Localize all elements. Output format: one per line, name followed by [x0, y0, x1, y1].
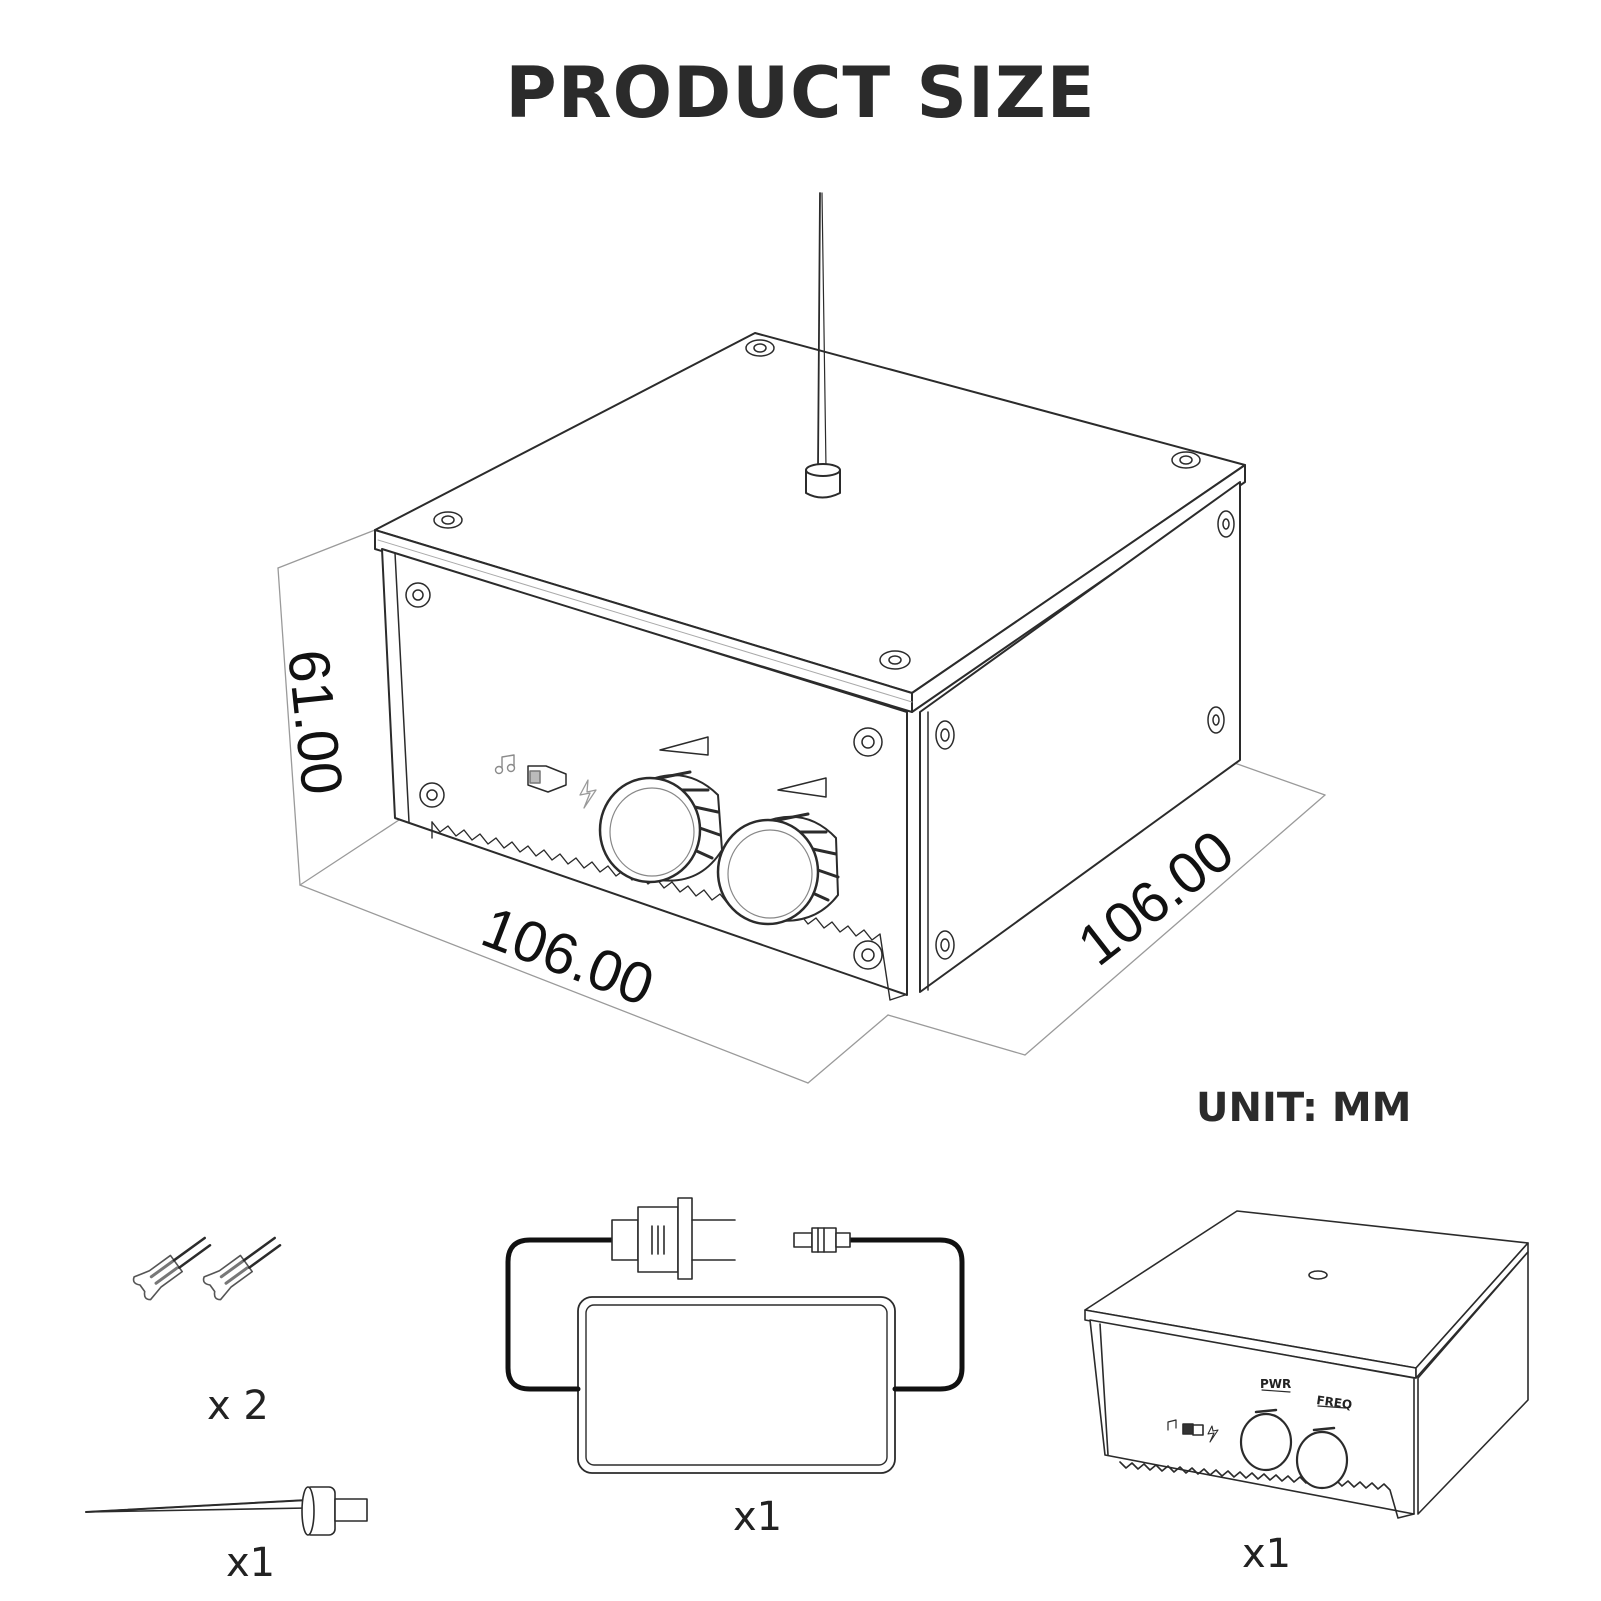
- adapter-quantity: x1: [733, 1494, 782, 1540]
- page-title: PRODUCT SIZE: [505, 52, 1096, 134]
- music-note-icon: [494, 754, 516, 775]
- bulbs-quantity: x 2: [207, 1383, 269, 1429]
- power-knob: [598, 770, 723, 884]
- freq-label: FREQ: [1316, 1393, 1353, 1412]
- main-device-drawing: [277, 192, 1326, 1084]
- power-adapter-icon: [505, 1197, 965, 1474]
- device-unit-icon: [1084, 1210, 1529, 1519]
- toggle-switch-icon: [527, 765, 567, 793]
- lightning-icon: [579, 779, 597, 809]
- antenna-quantity: x1: [226, 1540, 275, 1586]
- device-quantity: x1: [1242, 1531, 1291, 1577]
- height-dimension: 61.00: [275, 647, 355, 798]
- unit-label: UNIT: MM: [1196, 1085, 1412, 1131]
- antenna-rod-icon: [85, 1486, 368, 1536]
- frequency-knob: [716, 812, 840, 926]
- bulb-icons: [132, 1236, 282, 1301]
- pwr-label: PWR: [1260, 1377, 1291, 1391]
- width-dimension: 106.00: [473, 894, 662, 1018]
